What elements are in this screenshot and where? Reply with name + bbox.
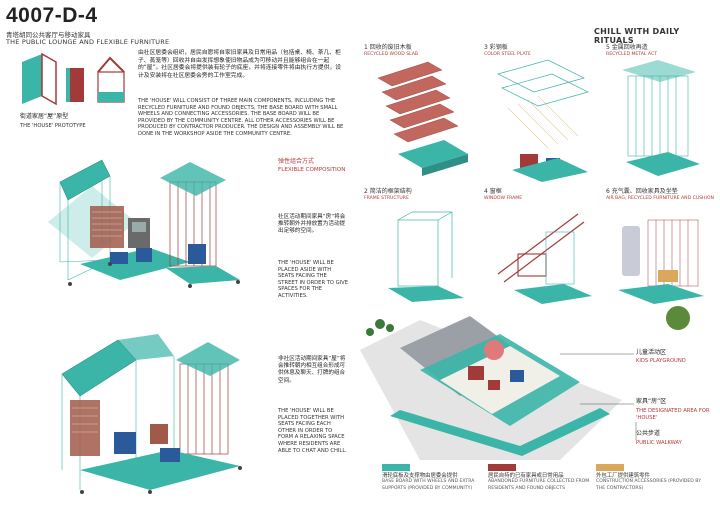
kids-label-cn: 儿童活动区 [636,349,667,356]
component-2-label: 2 简洁的框架结构 FRAME STRUCTURE [364,188,412,201]
legend-text-en: ABANDONED FURNITURE COLLECTED FROM RESID… [488,479,590,491]
house-module-icon [66,68,84,102]
house-area-label-en: THE DESIGNATED AREA FOR 'HOUSE' [636,408,710,421]
legend-swatch-gold [596,464,624,471]
legend-item-furniture: 居民自持的已有家具或日常用品 ABANDONED FURNITURE COLLE… [488,464,592,492]
site-plan [360,316,622,460]
component-6-airbag [618,219,704,304]
scenario2-cn: 非社区活动期间家具“屋”将会推转朝内相互组合形成可供休息及聊天、打牌的组合空间。 [278,356,346,384]
component-3-steel-plate [497,59,589,182]
legend-text-en: BASE BOARD WITH WHEELS AND EXTRA SUPPORT… [382,479,475,491]
flexible-title-cn: 弹性组合方式 [278,158,315,165]
legend-text-cn: 滑轮底板及支撑物由居委会提供 [382,473,458,479]
component-5-label: 5 金属回收再造 RECYCLED METAL ACT [606,44,657,57]
kids-label-en: KIDS PLAYGROUND [636,358,686,364]
component-6-label: 6 充气囊、回收家具及坐垫 AIR BAG, RECYCLED FURNITUR… [606,188,714,201]
intro-en: THE 'HOUSE' WILL CONSIST OF THREE MAIN C… [138,98,344,137]
scenario2-en: THE 'HOUSE' WILL BE PLACED TOGETHER WITH… [278,408,347,454]
house-area-label-cn: 家具“房”区 [636,398,667,405]
site-callout-lines [560,353,637,440]
legend-swatch-teal [382,464,410,471]
scenario1-cn: 社区活动期间家具“房”将会推转朝外并排放置为活动提出足够的空间。 [278,214,346,235]
component-4-label: 4 窗框 WINDOW FRAME [484,188,523,201]
component-2-frame [388,211,464,302]
house-roof-icon [97,56,125,103]
rituals-title: CHILL WITH DAILY RITUALS [594,27,680,45]
project-code: 4007-D-4 [6,4,98,27]
tree-icon [666,306,690,330]
subtitle-cn: 青塔胡同公共客厅与移动家具 [6,31,91,39]
flexible-title-en: FLEXIBLE COMPOSITION [278,167,346,173]
legend-text-en: CONSTRUCTION ACCESSORIES (PROVIDED BY TH… [596,479,701,491]
legend-text-cn: 居民自持的已有家具或日常用品 [488,473,564,479]
prototype-icons [22,52,125,106]
component-5-metal-act [622,60,700,176]
walkway-label-cn: 公共步道 [636,430,661,437]
component-1-wood-slab [377,61,468,176]
walkway-label-en: PUBLIC WALKWAY [636,440,682,446]
component-1-label: 1 回收的废旧木板 RECYCLED WOOD SLAB [364,44,419,57]
legend-text-cn: 外包工厂提供建筑零件 [596,473,650,479]
legend-item-base: 滑轮底板及支撑物由居委会提供 BASE BOARD WITH WHEELS AN… [382,464,482,492]
subtitle-en: THE PUBLIC LOUNGE AND FLEXIBLE FURNITURE [6,38,170,46]
legend-swatch-red [488,464,516,471]
component-3-label: 3 彩钢板 COLOR STEEL PLATE [484,44,531,57]
scenario1-illustration [48,159,240,288]
scenario1-en: THE 'HOUSE' WILL BE PLACED ASIDE WITH SE… [278,260,348,299]
house-open-icon [22,52,57,106]
legend-item-accessories: 外包工厂提供建筑零件 CONSTRUCTION ACCESSORIES (PRO… [596,464,708,492]
prototype-label-cn: 街道家居“屋”原型 [20,113,69,120]
scenario2-illustration [61,334,242,494]
intro-cn: 由社区居委会组织，居民自愿将自家旧家具及日常用品（包括桌、椅、茶几、柜子、蒸笼等… [138,50,342,79]
prototype-label-en: THE 'HOUSE' PROTOTYPE [20,123,86,129]
component-4-window-frame [497,213,592,304]
